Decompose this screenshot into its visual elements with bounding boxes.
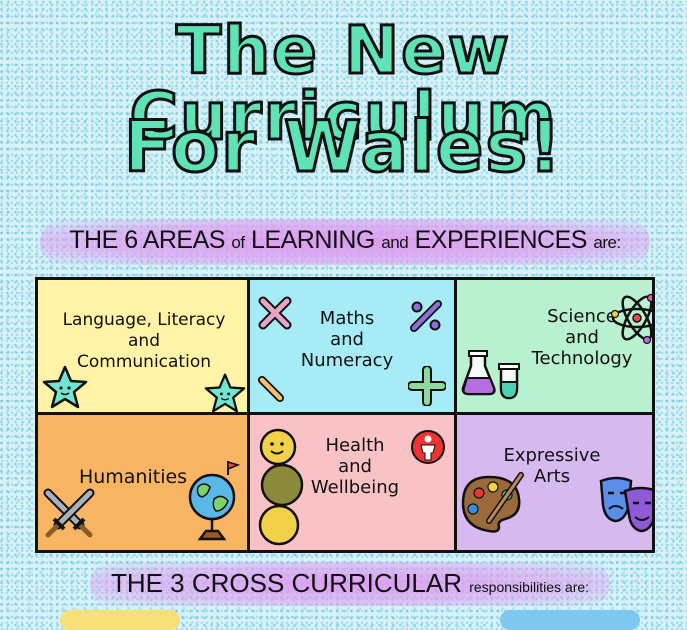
area-label: Maths and Numeracy [300, 308, 394, 371]
areas-heading-part: EXPERIENCES [408, 226, 594, 254]
areas-grid: Language, Literacy and Communication Mat… [35, 277, 655, 553]
area-science-technology: Science and Technology [457, 280, 652, 415]
globe-icon [188, 460, 241, 541]
area-label: Health and Wellbeing [310, 435, 400, 498]
title-line-2: For Wales! [123, 106, 563, 188]
star-icon [204, 373, 246, 412]
title-line-1: The New Curriculum [128, 12, 558, 155]
area-health-wellbeing: Health and Wellbeing [250, 415, 457, 550]
area-label: Expressive Arts [503, 445, 601, 487]
person-icon [411, 430, 445, 464]
areas-heading-highlight [40, 219, 650, 265]
areas-heading-part: and [381, 233, 409, 252]
cross-heading-part: THE 3 CROSS CURRICULAR [110, 568, 470, 598]
areas-heading-part: are: [593, 233, 621, 252]
area-maths-numeracy: Maths and Numeracy [250, 280, 457, 415]
food-stack-icon [258, 428, 304, 546]
area-label: Science and Technology [531, 306, 633, 369]
multiply-icon [258, 296, 292, 330]
area-label: Humanities [78, 466, 188, 488]
cross-curricular-heading: THE 3 CROSS CURRICULAR responsibilities … [60, 568, 640, 599]
bottom-peek-yellow [60, 610, 180, 630]
area-label: Language, Literacy and Communication [62, 310, 226, 372]
palette-icon [461, 472, 524, 533]
cross-curricular-highlight [90, 562, 610, 606]
bottom-peek-blue [500, 610, 640, 630]
minus-icon [258, 376, 284, 402]
area-expressive-arts: Expressive Arts [457, 415, 652, 550]
areas-heading-part: THE 6 AREAS [69, 226, 232, 254]
area-language-literacy-communication: Language, Literacy and Communication [38, 280, 250, 415]
areas-heading-part: LEARNING [244, 226, 382, 254]
crossed-swords-icon [43, 488, 95, 538]
areas-heading: THE 6 AREAS of LEARNING and EXPERIENCES … [40, 226, 650, 255]
plus-icon [408, 366, 446, 406]
cross-heading-part: responsibilities are: [469, 579, 590, 595]
atom-icon [610, 293, 652, 345]
areas-heading-part: of [231, 233, 245, 252]
theatre-masks-icon [599, 476, 652, 533]
star-icon [42, 365, 88, 409]
percent-icon [410, 300, 442, 332]
flask-icon [461, 350, 520, 400]
area-humanities: Humanities [38, 415, 250, 550]
